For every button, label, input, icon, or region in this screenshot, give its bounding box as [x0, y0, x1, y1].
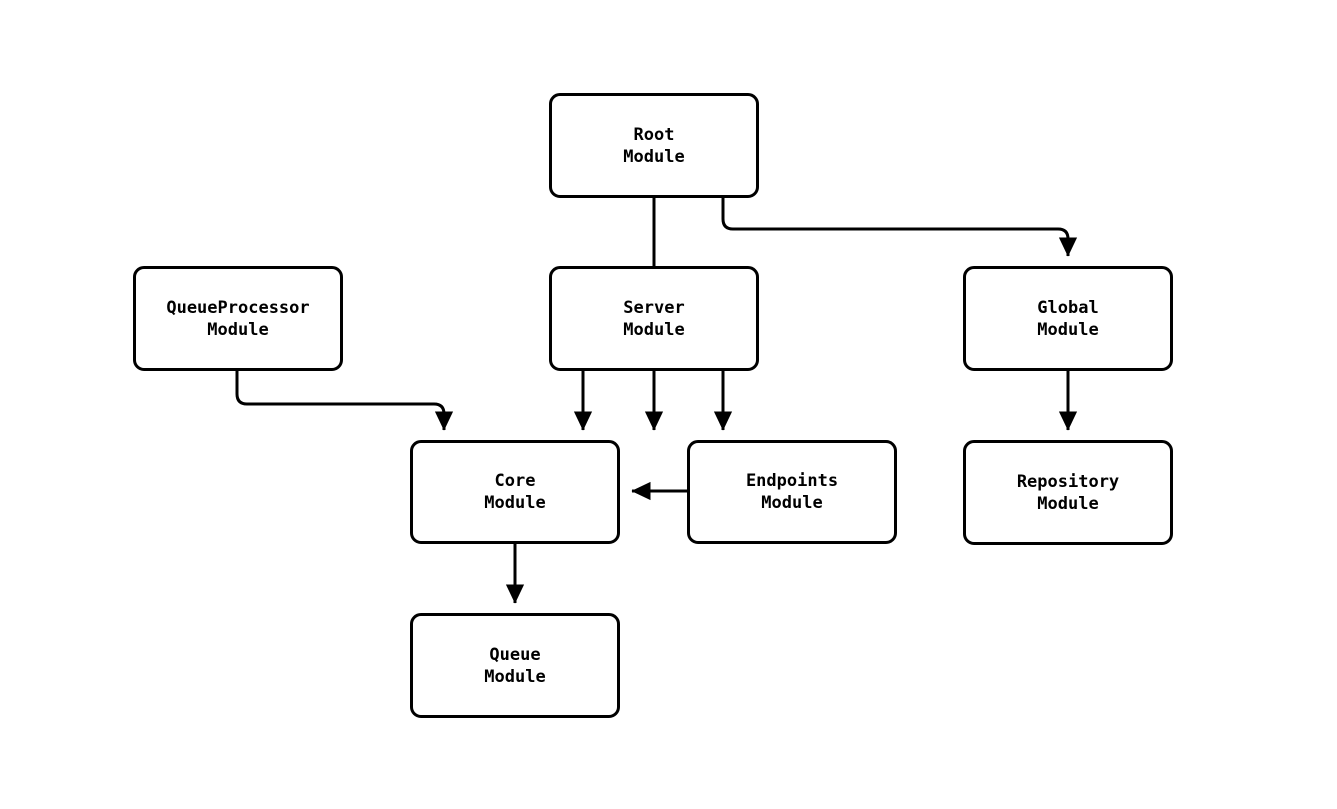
node-label-primary: Queue: [489, 644, 541, 665]
node-label-secondary: Module: [1037, 493, 1099, 514]
node-label-secondary: Module: [484, 666, 546, 687]
node-label-primary: Core: [494, 471, 536, 491]
node-label-secondary: Module: [761, 493, 823, 513]
node-label-secondary: Module: [207, 319, 269, 340]
edge-root-to-global: [721, 198, 1078, 257]
node-label-primary: Global: [1037, 297, 1099, 318]
node-label-primary: Endpoints: [745, 471, 839, 491]
node-label-secondary: Module: [1037, 319, 1099, 340]
node-label-secondary: Module: [623, 146, 685, 167]
node-label-primary: Server: [623, 297, 685, 318]
node-label-primary: Repository: [1016, 471, 1120, 492]
node-label-primary: Root: [633, 124, 675, 145]
node-label-primary: QueueProcessor: [166, 297, 310, 318]
edge-queueprocessor-to-core: [235, 371, 454, 431]
node-label-secondary: Module: [484, 493, 546, 513]
node-label-secondary: Module: [623, 319, 685, 340]
